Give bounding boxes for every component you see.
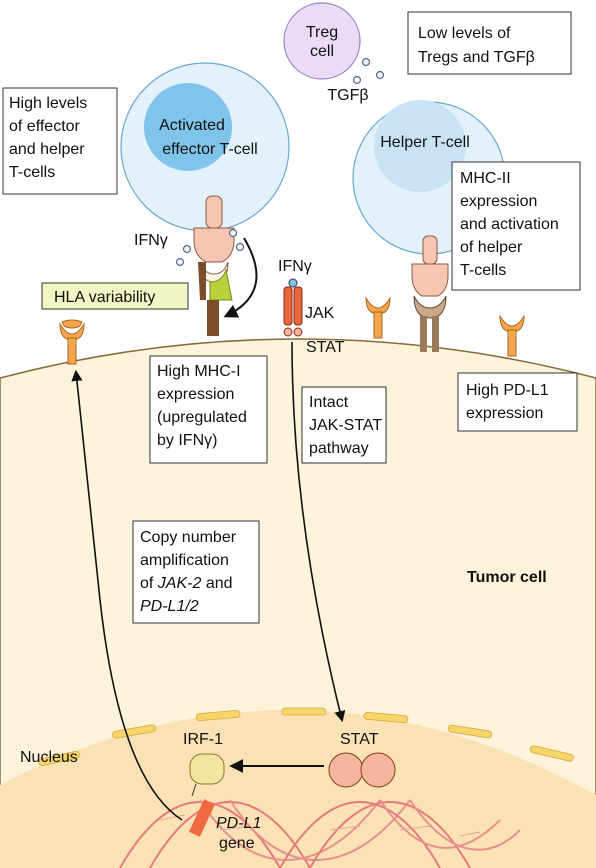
nuclear-stat [328, 752, 396, 788]
jak-to-stat-arrow [291, 341, 346, 723]
gene-to-hla-arrow [71, 369, 183, 821]
ifng-label-left: IFNγ [134, 232, 168, 249]
mhc1-line-4: by IFNγ) [157, 432, 217, 449]
effector-levels-line-3: and helper [9, 141, 85, 158]
pdl1-line-2: expression [466, 405, 543, 422]
irf1 [189, 753, 225, 785]
pdl1-gene-segment [188, 799, 216, 837]
treg-levels-line-2: Tregs and TGFβ [418, 49, 535, 66]
nuclear-envelope [38, 707, 574, 767]
gene-label: gene [219, 835, 255, 852]
stat-nuclear-label: STAT [340, 731, 379, 748]
mhc2-line-1: MHC-II [460, 170, 511, 187]
copy-line-4: PD-L1/2 [140, 598, 199, 615]
mhc2-line-2: expression [460, 193, 537, 210]
pdl1-box [457, 372, 578, 432]
copy-line-2: amplification [140, 552, 229, 569]
nucleus-label: Nucleus [20, 749, 78, 766]
mhc2-line-3: and activation [460, 216, 559, 233]
mhc1-line-1: High MHC-I [157, 363, 241, 380]
treg-levels-line-1: Low levels of [418, 25, 511, 42]
jakstat-box [301, 386, 387, 464]
ifng-label-right: IFNγ [278, 258, 312, 275]
mhc2-line-4: of helper [460, 239, 523, 256]
membrane-receptor-icon [59, 319, 85, 365]
effector-levels-box [2, 87, 118, 195]
copy-number-box [132, 520, 260, 624]
jakstat-line-1: Intact [309, 394, 349, 411]
gene-label-italic: PD-L1 [216, 815, 261, 832]
jakstat-line-2: JAK-STAT [309, 417, 382, 434]
membrane-receptor-icon [499, 314, 525, 357]
pdl1-line-1: High PD-L1 [466, 382, 549, 399]
treg-label-1: Treg [306, 24, 338, 41]
effector-label-1: Activated [159, 117, 225, 134]
treg-label-2: cell [310, 43, 334, 60]
treg-levels-box [407, 11, 572, 75]
helper-label: Helper T-cell [380, 134, 470, 151]
mhc1-box [149, 355, 268, 464]
mhc1-line-2: expression [157, 386, 234, 403]
effector-levels-line-1: High levels [9, 95, 87, 112]
effector-levels-line-2: of effector [9, 118, 81, 135]
ifng-curved-arrow [223, 237, 258, 318]
helper-nucleus [374, 100, 466, 192]
membrane-receptor-icon [365, 296, 391, 339]
tcr-mhc2-complex [411, 235, 449, 352]
treg-cell [283, 2, 361, 80]
hla-box [41, 282, 189, 310]
copy-line-3: of JAK-2 and [140, 575, 233, 592]
effector-label-2: effector T-cell [162, 141, 257, 158]
ifng-molecules-left [175, 228, 245, 267]
jakstat-line-3: pathway [309, 440, 369, 457]
irf1-tether [191, 783, 197, 797]
tgfb-label: TGFβ [327, 87, 368, 104]
dna-helix-icon [119, 799, 521, 868]
mhc2-line-5: T-cells [460, 262, 506, 279]
irf1-label: IRF-1 [183, 731, 223, 748]
effector-nucleus [144, 83, 232, 171]
stat-membrane-label: STAT [306, 339, 345, 356]
jak-receptor [283, 278, 303, 337]
copy-line-1: Copy number [140, 529, 237, 546]
tumor-cell-label: Tumor cell [467, 569, 547, 586]
jak-label: JAK [305, 305, 335, 322]
tcr-mhc1-complex [193, 195, 235, 336]
mhc2-box [451, 161, 581, 291]
tgfb-molecules [352, 57, 385, 85]
mhc1-line-3: (upregulated [157, 409, 247, 426]
hla-label: HLA variability [54, 289, 155, 306]
effector-levels-line-4: T-cells [9, 164, 55, 181]
